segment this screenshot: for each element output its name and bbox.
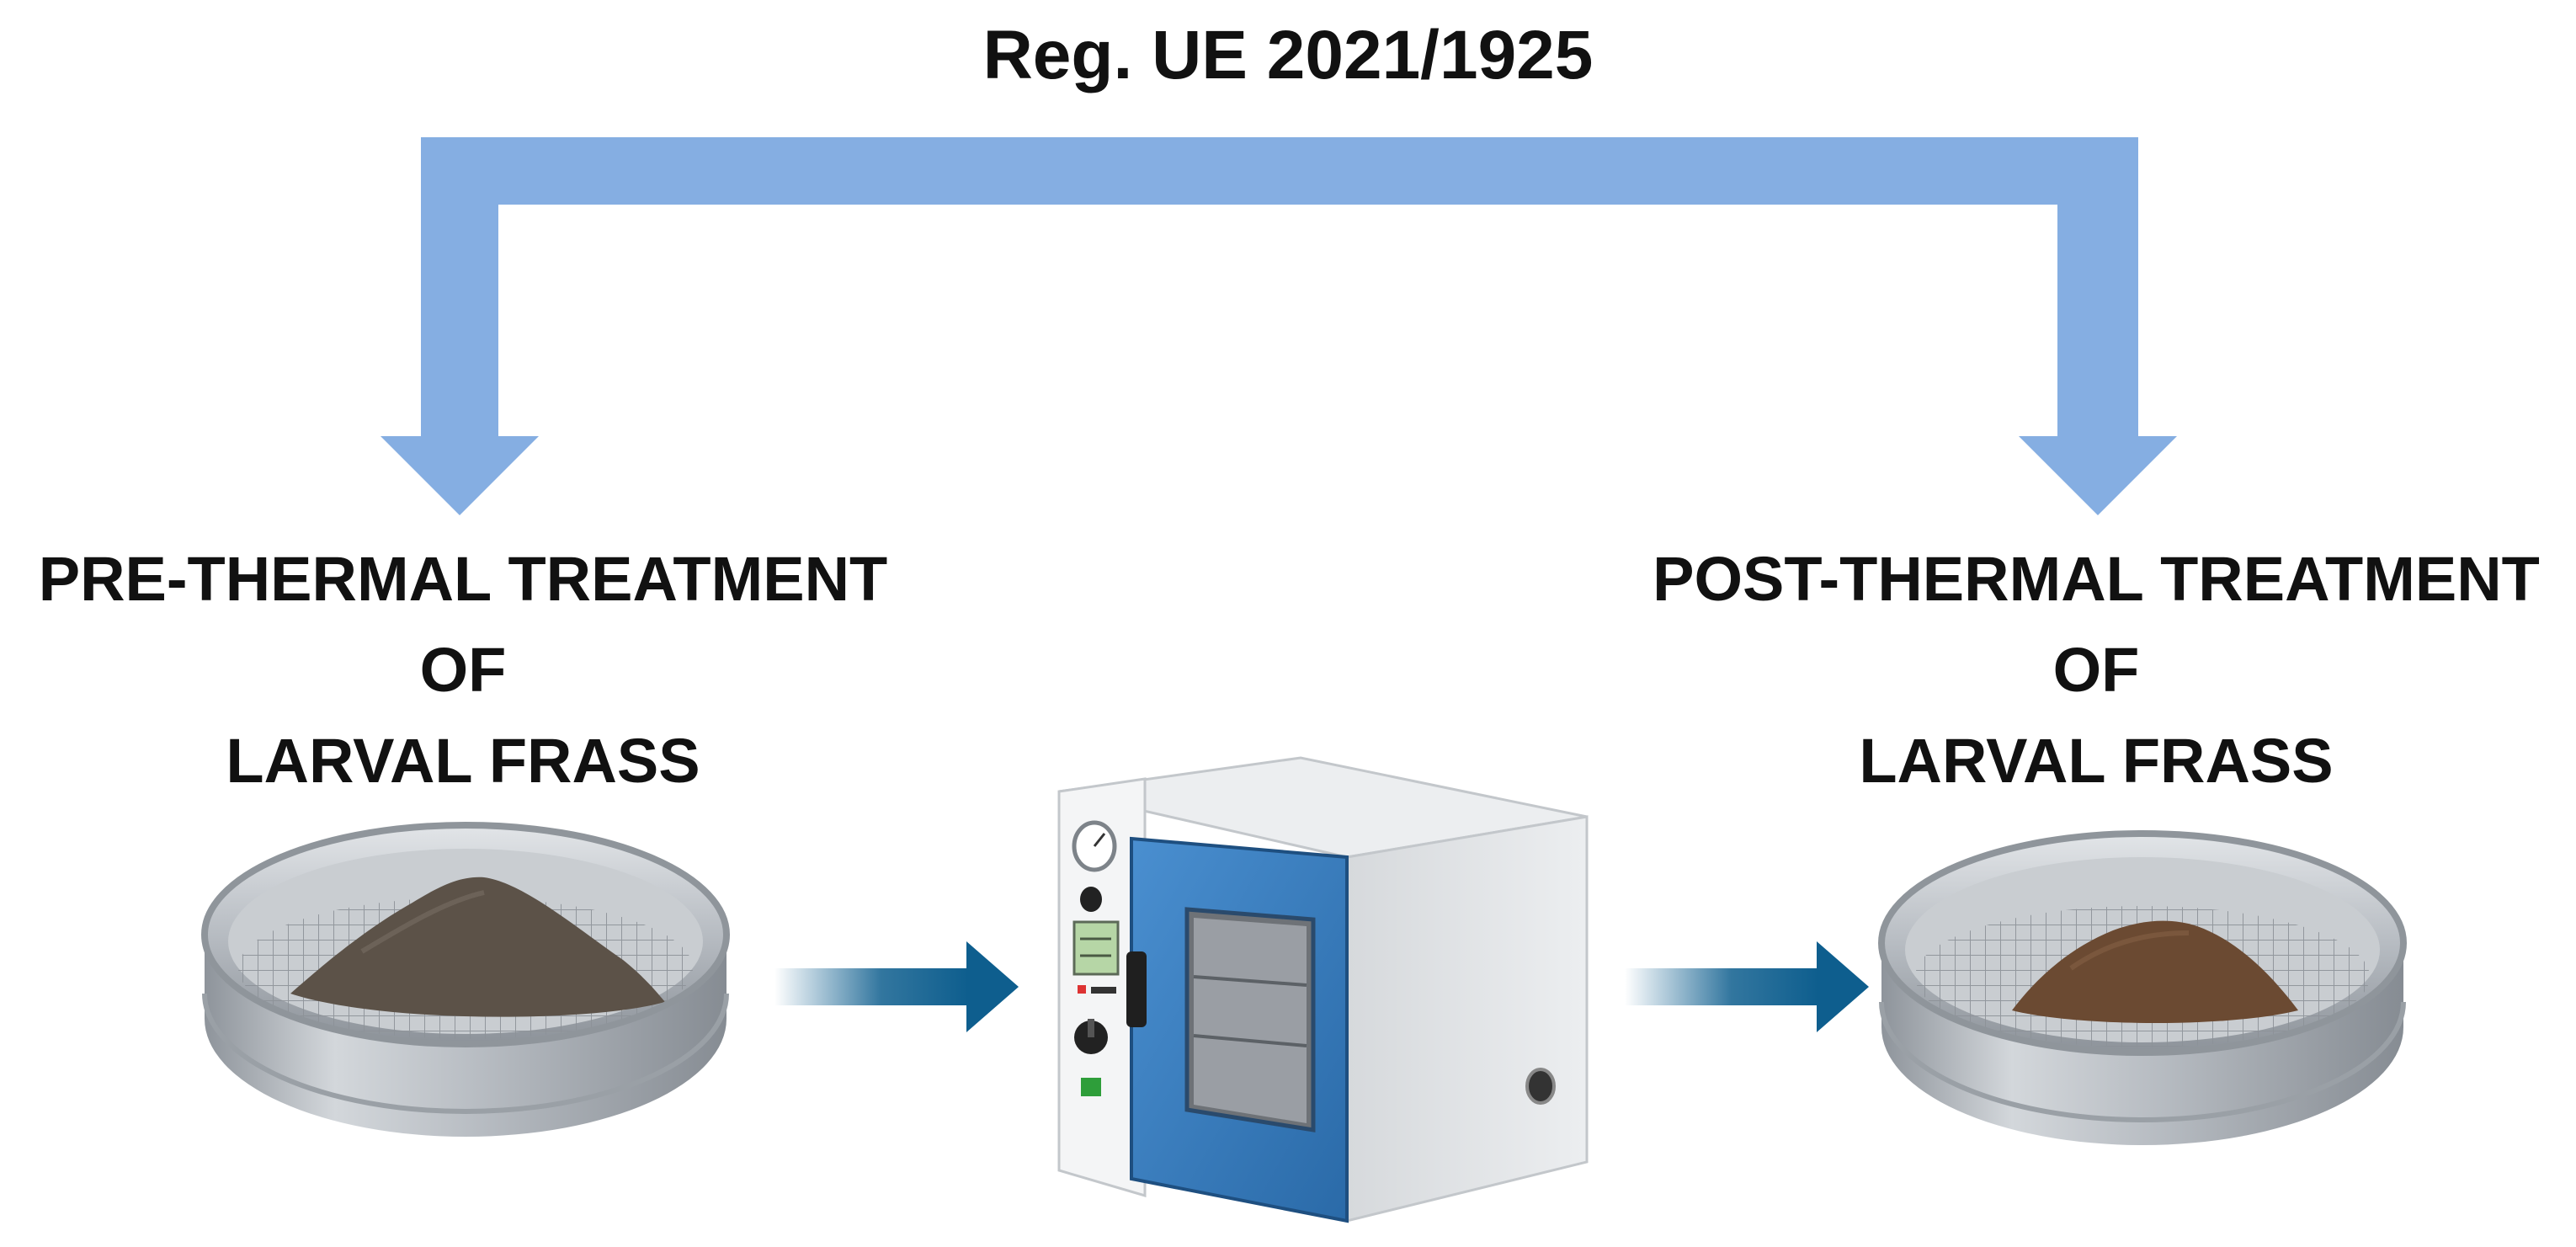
pre-treatment-label: PRE-THERMAL TREATMENT OF LARVAL FRASS: [17, 534, 909, 807]
pre-treatment-label-line3: LARVAL FRASS: [226, 726, 700, 796]
post-treatment-label-line3: LARVAL FRASS: [1859, 726, 2334, 796]
flow-arrow-from-oven: [1625, 941, 1869, 1032]
drying-oven-icon: [1057, 756, 1589, 1223]
post-treatment-label-line2: OF: [2052, 635, 2140, 705]
treated-frass-pile: [2012, 920, 2298, 1023]
post-treatment-label-line1: POST-THERMAL TREATMENT: [1653, 544, 2540, 614]
regulation-bracket-arrow: [381, 137, 2177, 515]
raw-frass-pile: [290, 877, 665, 1017]
post-treatment-sieve-icon: [1878, 830, 2407, 1145]
pre-treatment-label-line1: PRE-THERMAL TREATMENT: [38, 544, 888, 614]
post-treatment-label: POST-THERMAL TREATMENT OF LARVAL FRASS: [1633, 534, 2559, 807]
pre-treatment-label-line2: OF: [419, 635, 507, 705]
pre-treatment-sieve-icon: [201, 822, 730, 1137]
regulation-title: Reg. UE 2021/1925: [982, 17, 1594, 93]
flow-arrow-to-oven: [774, 941, 1019, 1032]
